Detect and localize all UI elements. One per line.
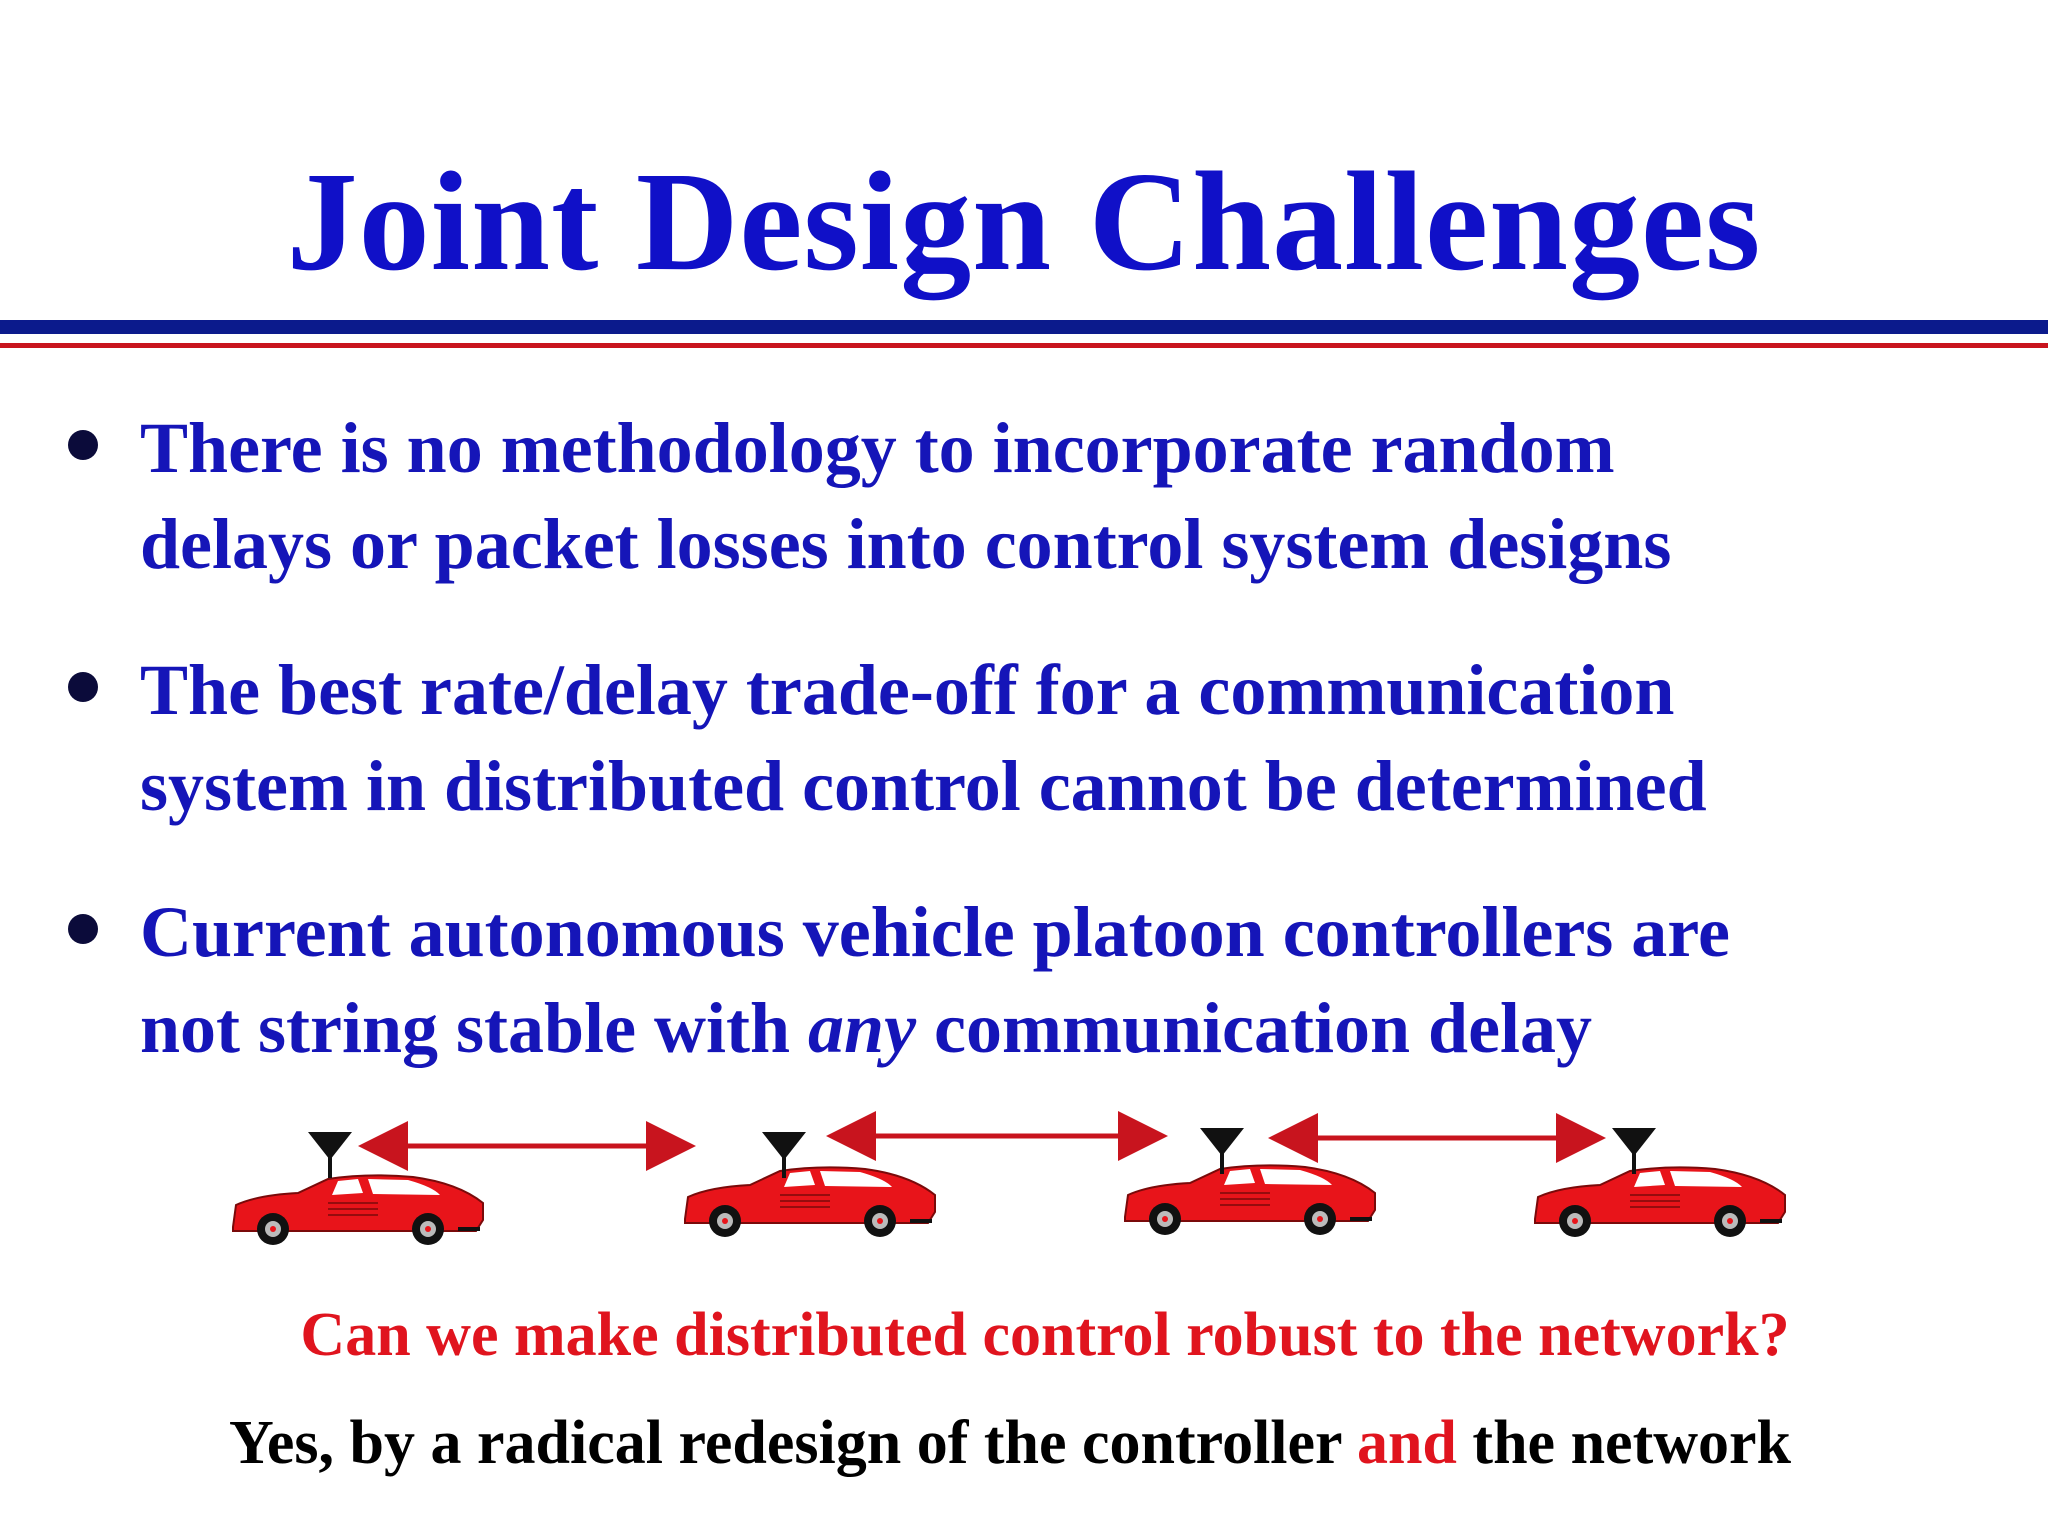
bullet-line: delays or packet losses into control sys…: [140, 504, 1672, 584]
bullet-line: There is no methodology to incorporate r…: [140, 408, 1615, 488]
bullet-line: not string stable with any communication…: [140, 980, 2020, 1076]
title-rule-red: [0, 343, 2048, 348]
bullet-dot-icon: [68, 914, 98, 944]
bullet-item: The best rate/delay trade-off for a comm…: [60, 642, 2020, 834]
bullet-list: There is no methodology to incorporate r…: [60, 400, 2020, 1126]
platoon-illustration: [232, 1111, 1786, 1246]
bullet-text: The best rate/delay trade-off for a comm…: [140, 642, 2020, 834]
bullet-line: The best rate/delay trade-off for a comm…: [140, 650, 1675, 730]
antenna-icon: [306, 1130, 354, 1180]
answer-part: Yes, by a radical redesign of the contro…: [228, 1409, 1357, 1477]
bullet-item: Current autonomous vehicle platoon contr…: [60, 884, 2020, 1076]
bullet-item: There is no methodology to incorporate r…: [60, 400, 2020, 592]
bullet-line: Current autonomous vehicle platoon contr…: [140, 892, 1730, 972]
bullet-line: system in distributed control cannot be …: [140, 746, 1707, 826]
bullet-text: Current autonomous vehicle platoon contr…: [140, 884, 2020, 1076]
bullet-text-part: communication delay: [916, 988, 1593, 1068]
slide-title: Joint Design Challenges: [286, 142, 1762, 300]
car-4: [1534, 1126, 1786, 1238]
answer-text: Yes, by a radical redesign of the contro…: [100, 1408, 1920, 1479]
bullet-dot-icon: [68, 672, 98, 702]
car-2: [684, 1130, 936, 1238]
bullet-text: There is no methodology to incorporate r…: [140, 400, 2020, 592]
answer-part: the network: [1456, 1409, 1791, 1477]
title-rule-navy: [0, 320, 2048, 334]
bullet-text-part: not string stable with: [140, 988, 809, 1068]
bullet-dot-icon: [68, 430, 98, 460]
antenna-icon: [1610, 1126, 1658, 1176]
emphasis-any: any: [808, 988, 917, 1068]
question-text: Can we make distributed control robust t…: [300, 1301, 1790, 1369]
car-3: [1124, 1126, 1376, 1236]
answer-highlight: and: [1356, 1409, 1457, 1477]
car-1: [232, 1130, 484, 1246]
